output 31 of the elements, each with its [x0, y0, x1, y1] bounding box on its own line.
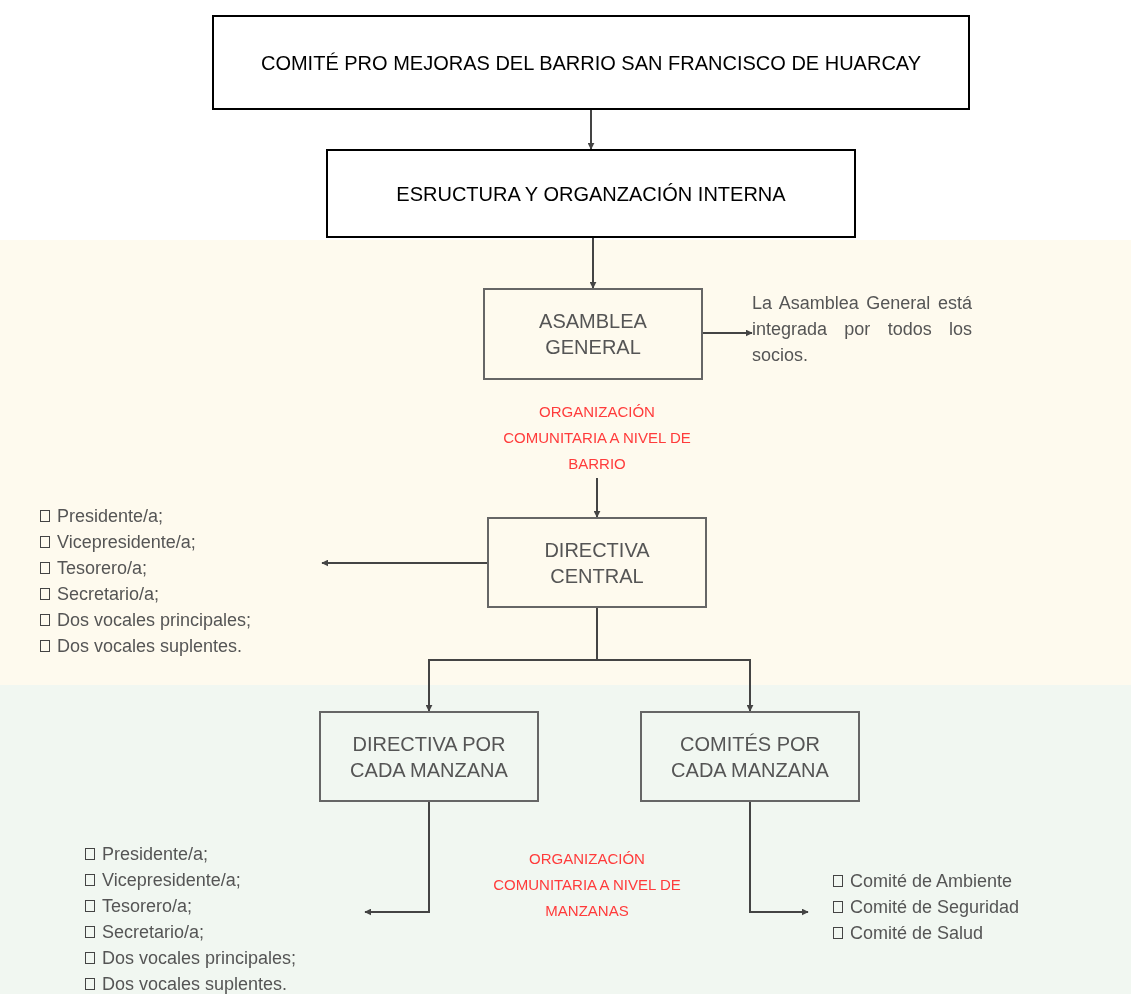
list-item: Vicepresidente/a;	[102, 869, 241, 892]
list-item: Dos vocales principales;	[102, 947, 297, 970]
org-box: ASAMBLEA GENERAL	[483, 288, 703, 380]
org-box: COMITÉ PRO MEJORAS DEL BARRIO SAN FRANCISCO DE HUARCAY	[212, 15, 970, 110]
org-box: COMITÉS POR CADA MANZANA	[640, 711, 860, 802]
list-item: Secretario/a;	[102, 921, 205, 944]
arrow	[593, 477, 601, 518]
list-item: Tesorero/a;	[57, 557, 148, 580]
list-item: Vicepresidente/a;	[57, 531, 196, 554]
org-box: DIRECTIVA POR CADA MANZANA	[319, 711, 539, 802]
list-item: Comité de Seguridad	[850, 896, 1020, 919]
arrow	[702, 329, 753, 337]
section-label: ORGANIZACIÓN COMUNITARIA A NIVEL DE BARRIO	[497, 398, 697, 478]
list-item: Tesorero/a;	[102, 895, 193, 918]
arrow	[589, 237, 597, 289]
list-item: Comité de Salud	[850, 922, 984, 945]
list-item: Presidente/a;	[102, 843, 209, 866]
list-item: Dos vocales principales;	[57, 609, 252, 632]
list-item: Comité de Ambiente	[850, 870, 1013, 893]
arrow	[749, 801, 809, 916]
arrow	[364, 801, 430, 916]
list-item: Dos vocales suplentes.	[102, 973, 288, 994]
arrow	[587, 109, 595, 150]
section-label: ORGANIZACIÓN COMUNITARIA A NIVEL DE MANZANAS	[492, 849, 682, 921]
arrow	[321, 559, 488, 567]
list-item: Dos vocales suplentes.	[57, 635, 243, 658]
list-item: Secretario/a;	[57, 583, 160, 606]
list-item: Presidente/a;	[57, 505, 164, 528]
org-box: DIRECTIVA CENTRAL	[487, 517, 707, 608]
org-box: ESRUCTURA Y ORGANZACIÓN INTERNA	[326, 149, 856, 238]
note-text: La Asamblea General está integrada por todos los socios.	[752, 290, 972, 374]
